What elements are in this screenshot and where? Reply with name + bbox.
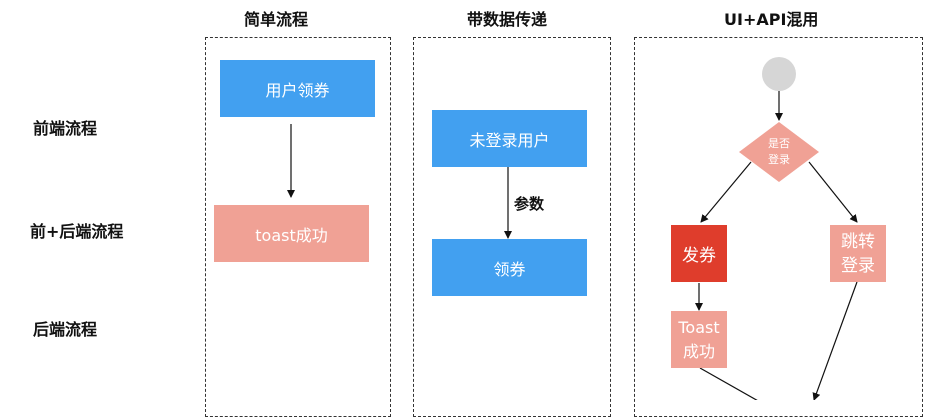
- arrow-decision-to-jump: [808, 161, 858, 223]
- column-title-mixed: UI+API混用: [724, 10, 819, 29]
- arrow-decision-to-issue: [700, 161, 752, 223]
- simple-step-toast-success: toast成功: [214, 205, 369, 262]
- row-label-frontend: 前端流程: [33, 119, 98, 138]
- toast-label-line2: 成功: [682, 341, 715, 361]
- decision-label-line1: 是否: [768, 137, 790, 150]
- row-label-front-back: 前+后端流程: [30, 222, 124, 241]
- line-toast-down: [699, 367, 758, 400]
- column-title-data: 带数据传递: [467, 10, 548, 29]
- start-node: [762, 57, 796, 91]
- mixed-step-toast-success: Toast 成功: [671, 311, 727, 368]
- column-title-simple: 简单流程: [244, 10, 309, 29]
- mixed-step-jump-login: 跳转 登录: [830, 225, 886, 282]
- mixed-step-issue-coupon: 发券: [671, 225, 727, 282]
- arrow-jump-down: [812, 281, 858, 400]
- jump-label-line1: 跳转: [841, 231, 875, 252]
- data-step-unlogged-user: 未登录用户: [432, 110, 587, 167]
- row-label-backend: 后端流程: [33, 320, 98, 339]
- data-edge-label: 参数: [514, 195, 545, 213]
- decision-label: 是否 登录: [759, 136, 799, 168]
- jump-label-line2: 登录: [841, 255, 875, 276]
- toast-label-line1: Toast: [678, 317, 720, 337]
- connector-layer: [287, 57, 858, 400]
- decision-label-line2: 登录: [768, 153, 790, 166]
- simple-step-claim-coupon: 用户领券: [220, 60, 375, 117]
- data-step-claim: 领券: [432, 239, 587, 296]
- decision-diamond: [739, 122, 819, 182]
